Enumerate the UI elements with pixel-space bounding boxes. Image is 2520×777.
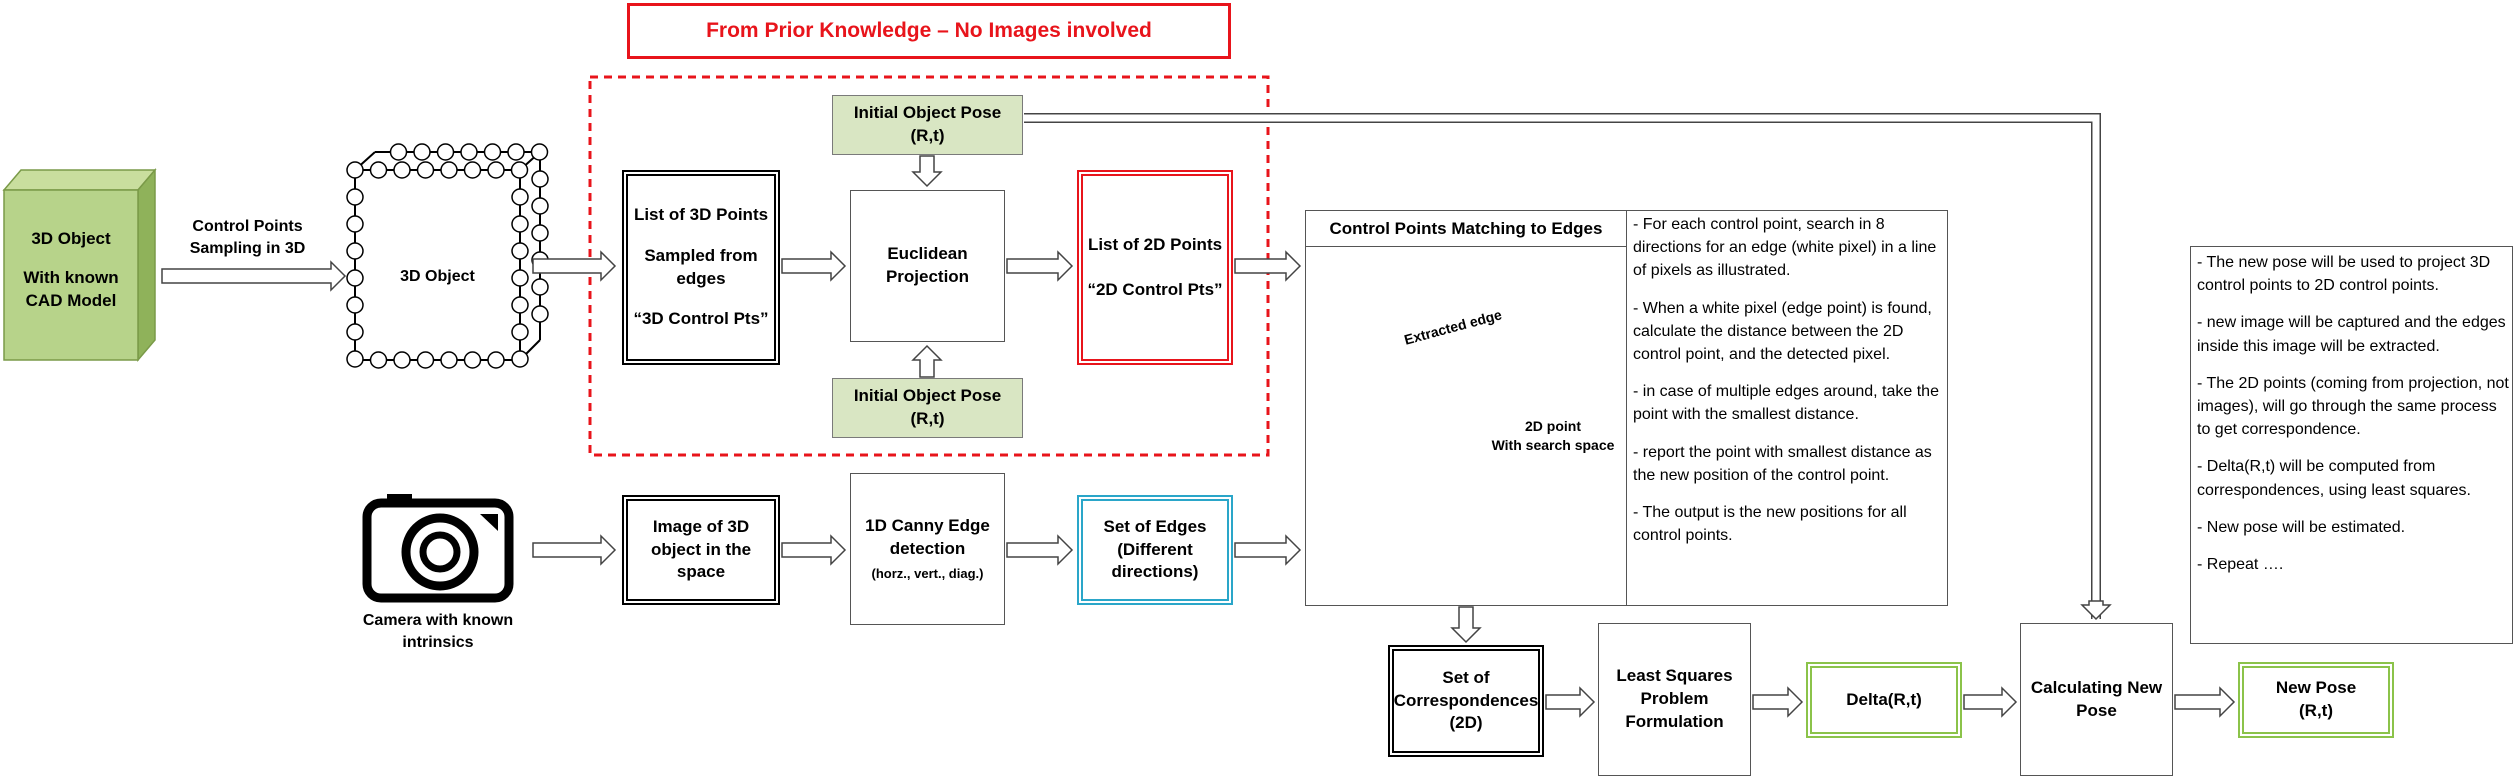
notes-bullets: - The new pose will be used to project 3… (2197, 251, 2509, 590)
euclidean-projection-box: Euclidean Projection (850, 190, 1005, 342)
arrow-to-calc (1963, 686, 2018, 718)
matching-text-cell (1626, 210, 1948, 606)
control-point-dot (460, 143, 478, 161)
matching-title-cell: Control Points Matching to Edges (1305, 210, 1627, 247)
control-point-dot (416, 161, 435, 179)
object3d-solid-label: 3D Object With known CAD Model (23, 229, 119, 310)
least-squares-box: Least Squares Problem Formulation (1598, 623, 1751, 776)
correspondences-box: Set of Correspondences (2D) (1388, 645, 1544, 757)
control-point-dot (346, 296, 364, 314)
initial-pose-bottom-box: Initial Object Pose (R,t) (832, 378, 1023, 438)
control-point-dot (440, 161, 458, 179)
notes-bullet: - The 2D points (coming from projection,… (2197, 374, 2509, 439)
control-point-dot (511, 242, 529, 260)
arrow-edges-to-matching (1234, 534, 1302, 566)
control-point-dot (416, 351, 435, 369)
control-point-dot (511, 269, 529, 287)
control-point-dot (511, 188, 529, 206)
arrow-to-matching (1234, 250, 1302, 282)
list-2d-points-box: List of 2D Points “2D Control Pts” (1077, 170, 1233, 365)
arrow-to-least-squares (1545, 686, 1596, 718)
control-point-dot (346, 350, 364, 368)
control-point-dot (346, 161, 364, 179)
control-point-dot (511, 323, 529, 341)
matching-bullet: - in case of multiple edges around, take… (1633, 383, 1939, 424)
control-point-dot (511, 350, 529, 368)
control-point-dot (511, 296, 529, 314)
list-3d-points-box: List of 3D Points Sampled from edges “3D… (622, 170, 780, 365)
matching-bullet: - For each control point, search in 8 di… (1633, 216, 1937, 280)
matching-bullets: - For each control point, search in 8 di… (1633, 213, 1943, 561)
control-points (346, 143, 549, 369)
arrow-to-image (532, 534, 617, 566)
image-3d-object-box: Image of 3D object in the space (622, 495, 780, 605)
control-point-dot (487, 161, 505, 179)
control-point-dot (487, 351, 505, 369)
control-point-dot (531, 305, 549, 323)
arrow-to-delta (1752, 686, 1804, 718)
control-point-dot (346, 323, 364, 341)
arrow-to-list3d (532, 250, 617, 282)
camera-icon (362, 494, 514, 603)
matching-bullet: - report the point with smallest distanc… (1633, 443, 1932, 484)
object3d-wire-label: 3D Object (400, 268, 475, 285)
set-of-edges-box: Set of Edges (Different directions) (1077, 495, 1233, 605)
arrow-to-list2d (1006, 250, 1074, 282)
control-point-dot (531, 224, 549, 242)
calculating-new-pose-box: Calculating New Pose (2020, 623, 2173, 776)
control-point-dot (436, 143, 455, 161)
control-point-dot (369, 351, 388, 369)
control-point-dot (531, 197, 549, 215)
camera-label: Camera with known intrinsics (362, 612, 514, 651)
control-point-dot (531, 278, 549, 296)
canny-edge-box: 1D Canny Edge detection (horz., vert., d… (850, 473, 1005, 625)
control-point-dot (369, 161, 388, 179)
control-point-dot (346, 269, 364, 287)
connector-arrows (161, 113, 2236, 718)
control-point-dot (393, 161, 411, 179)
control-point-dot (393, 351, 411, 369)
prior-knowledge-title: From Prior Knowledge – No Images involve… (627, 3, 1231, 59)
notes-panel (2190, 246, 2513, 644)
notes-bullet: - new image will be captured and the edg… (2197, 314, 2506, 355)
sampling-label: Control Points Sampling in 3D (189, 218, 306, 257)
arrow-pose-bottom-up (911, 344, 943, 378)
solid-cube-icon (2, 167, 157, 363)
control-point-dot (483, 143, 502, 161)
control-point-dot (507, 143, 525, 161)
control-point-dot (389, 143, 408, 161)
control-point-dot (511, 215, 529, 233)
control-point-dot (346, 215, 364, 233)
control-point-dot (413, 143, 431, 161)
arrow-to-euclid (781, 250, 847, 282)
delta-box: Delta(R,t) (1806, 662, 1962, 738)
control-point-dot (440, 351, 458, 369)
control-point-dot (346, 242, 364, 260)
control-point-dot (463, 161, 482, 179)
arrow-pose-top-down (911, 155, 943, 188)
control-point-dot (463, 351, 482, 369)
notes-bullet: - The new pose will be used to project 3… (2197, 254, 2491, 295)
arrow-to-new-pose (2174, 686, 2236, 718)
matching-bullet: - The output is the new positions for al… (1633, 503, 1907, 545)
new-pose-box: New Pose (R,t) (2238, 662, 2394, 738)
control-point-dot (531, 170, 549, 188)
matching-bullet: - When a white pixel (edge point) is fou… (1633, 299, 1932, 363)
notes-bullet: - Delta(R,t) will be computed from corre… (2197, 458, 2471, 499)
notes-bullet: - New pose will be estimated. (2197, 518, 2406, 536)
control-point-dot (530, 143, 549, 161)
notes-bullet: - Repeat …. (2197, 555, 2284, 573)
initial-pose-top-box: Initial Object Pose (R,t) (832, 95, 1023, 155)
arrow-to-edges (1006, 534, 1074, 566)
control-point-dot (510, 161, 529, 179)
arrow-sampling (161, 260, 347, 292)
arrow-to-correspondences (1450, 606, 1482, 644)
arrow-pose-to-calc (1024, 113, 2101, 619)
arrow-to-canny (781, 534, 847, 566)
search-point-label: 2D point With search space (1491, 418, 1615, 453)
control-point-dot (346, 188, 364, 206)
arrow-pose-to-calc-head (2080, 600, 2112, 621)
